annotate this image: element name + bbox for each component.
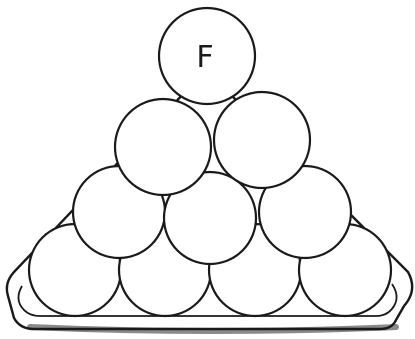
ball	[214, 92, 310, 188]
row-1: F	[159, 8, 255, 104]
top-ball-label: F	[196, 40, 213, 75]
ball	[115, 99, 211, 195]
row-3	[73, 166, 351, 264]
